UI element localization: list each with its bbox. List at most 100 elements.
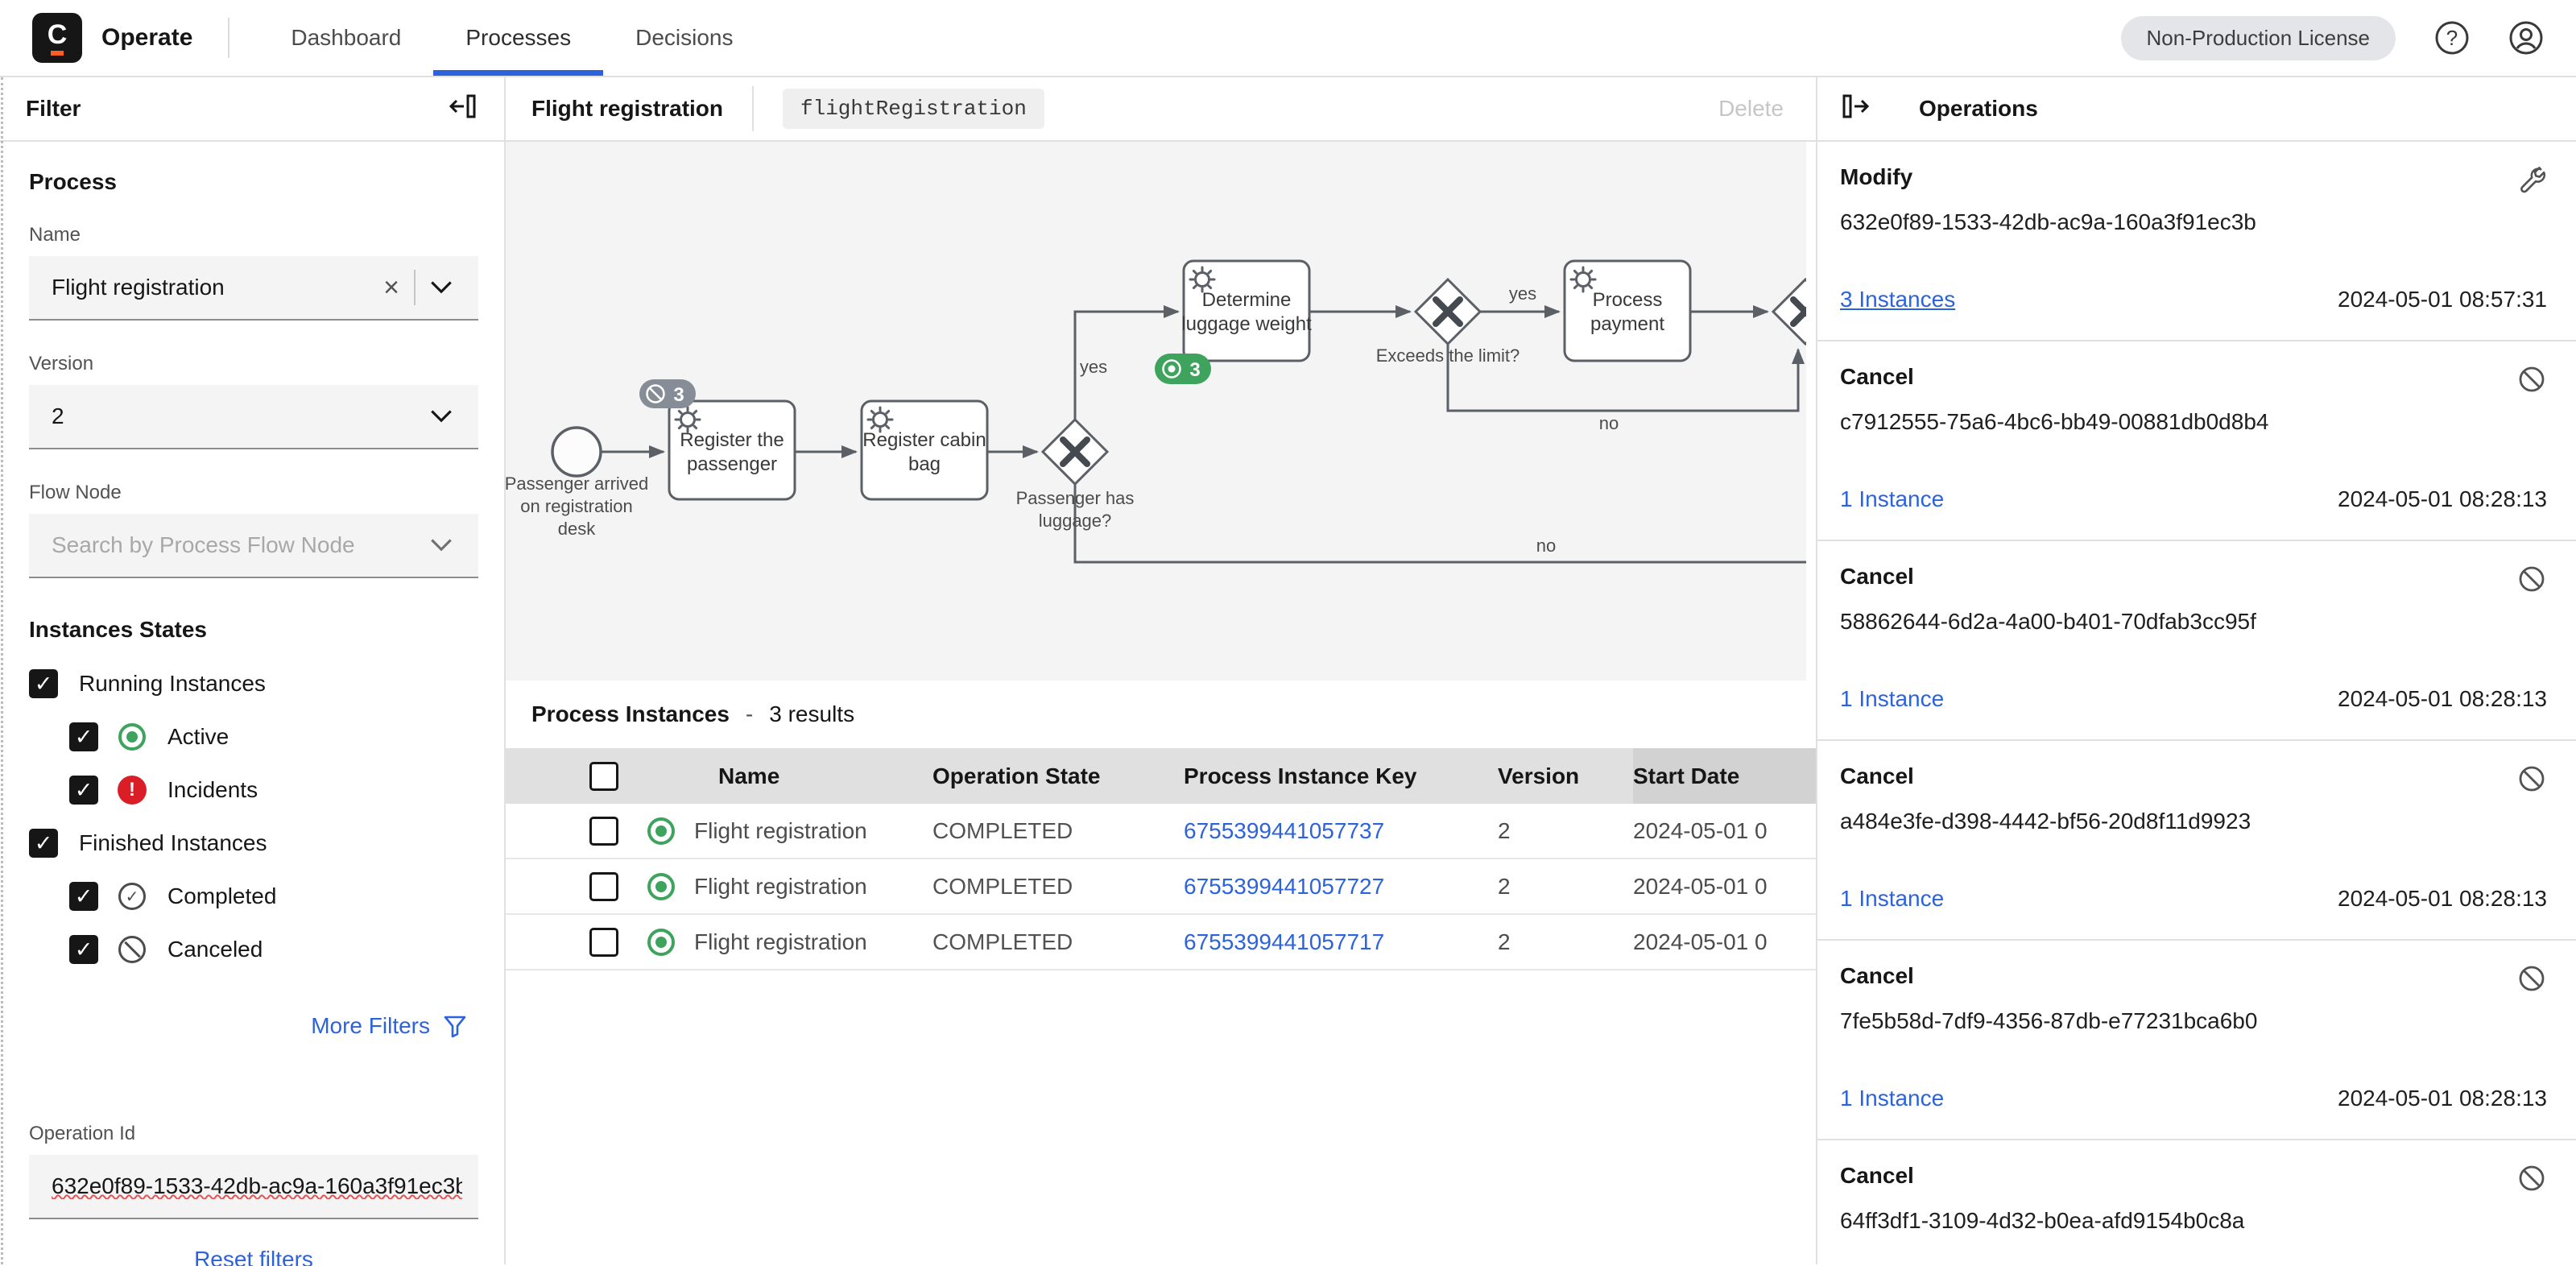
row-checkbox[interactable] (589, 872, 618, 901)
row-checkbox[interactable] (589, 817, 618, 846)
table-row: Flight registration COMPLETED 6755399441… (506, 859, 1816, 915)
operation-type: Cancel (1840, 763, 1914, 789)
active-state-icon (647, 817, 675, 845)
instances-link[interactable]: 1 Instance (1840, 1086, 1944, 1111)
svg-text:Register the: Register the (680, 429, 784, 451)
cancel-icon (2516, 963, 2547, 994)
canceled-state-icon (118, 935, 147, 964)
filter-panel: Filter Process Name Flight registration … (0, 77, 506, 1264)
instance-key-link[interactable]: 6755399441057727 (1184, 874, 1384, 899)
process-title: Flight registration (531, 96, 723, 122)
process-name-combobox[interactable]: Flight registration × (29, 256, 478, 321)
col-start-date[interactable]: Start Date (1633, 748, 1816, 804)
cancel-icon (2516, 364, 2547, 395)
active-state-icon (647, 929, 675, 956)
operation-entry: Cancel a484e3fe-d398-4442-bf56-20d8f11d9… (1817, 741, 2576, 941)
clear-name-icon[interactable]: × (369, 272, 414, 304)
operation-id-input[interactable]: 632e0f89-1533-42db-ac9a-160a3f91ec3b (29, 1155, 478, 1219)
operation-entry: Cancel c7912555-75a6-4bc6-bb49-00881db0d… (1817, 341, 2576, 541)
operation-type: Cancel (1840, 1163, 1914, 1189)
start-event-label: Passenger arrived on registration desk (506, 474, 648, 539)
flow-node-combobox[interactable]: Search by Process Flow Node (29, 514, 478, 578)
flow-node-field-label: Flow Node (29, 482, 478, 504)
flow-node-chevron-down-icon[interactable] (420, 539, 462, 552)
svg-text:bag: bag (908, 453, 941, 475)
collapse-panel-icon[interactable] (446, 90, 478, 128)
active-state-icon (118, 722, 147, 751)
svg-text:passenger: passenger (687, 453, 777, 475)
instances-link[interactable]: 1 Instance (1840, 486, 1944, 512)
tab-processes[interactable]: Processes (433, 0, 603, 76)
canceled-label: Canceled (167, 937, 263, 962)
operations-panel: Operations Modify 632e0f89-1533-42db-ac9… (1816, 77, 2576, 1264)
svg-text:Process: Process (1593, 289, 1663, 311)
process-id-chip: flightRegistration (783, 89, 1044, 129)
svg-text:Register cabin: Register cabin (862, 429, 986, 451)
svg-text:Passenger arrived: Passenger arrived (506, 474, 648, 494)
reset-filters-link[interactable]: Reset filters (194, 1247, 313, 1266)
completed-state-icon: ✓ (118, 882, 147, 911)
operation-id-label: Operation Id (29, 1123, 478, 1145)
operation-timestamp: 2024-05-01 08:28:13 (2338, 886, 2547, 912)
instances-list-header: Process Instances - 3 results (506, 681, 1816, 748)
instances-title: Process Instances (531, 701, 730, 727)
instances-link[interactable]: 3 Instances (1840, 287, 1955, 312)
user-icon[interactable] (2508, 20, 2544, 56)
table-header-row: Name Operation State Process Instance Ke… (506, 748, 1816, 804)
operation-timestamp: 2024-05-01 08:57:31 (2338, 287, 2547, 312)
canceled-count-badge: 3 (639, 379, 696, 408)
operation-entry: Modify 632e0f89-1533-42db-ac9a-160a3f91e… (1817, 142, 2576, 341)
task-determine-luggage-weight[interactable] (1184, 261, 1309, 361)
help-icon[interactable]: ? (2434, 20, 2470, 56)
operation-timestamp: 2024-05-01 08:28:13 (2338, 686, 2547, 712)
select-all-checkbox[interactable] (589, 762, 618, 791)
incidents-checkbox[interactable]: ✓ (69, 776, 98, 805)
table-row: Flight registration COMPLETED 6755399441… (506, 804, 1816, 859)
operation-id: 7fe5b58d-7df9-4356-87db-e77231bca6b0 (1840, 1008, 2547, 1034)
completed-checkbox[interactable]: ✓ (69, 882, 98, 911)
svg-text:Determine: Determine (1202, 289, 1292, 311)
operation-type: Cancel (1840, 364, 1914, 390)
svg-text:payment: payment (1590, 313, 1664, 335)
operation-entry: Cancel 7fe5b58d-7df9-4356-87db-e77231bca… (1817, 941, 2576, 1140)
instance-key-link[interactable]: 6755399441057737 (1184, 818, 1384, 843)
cancel-icon (2516, 1163, 2547, 1194)
svg-text:3: 3 (1189, 359, 1200, 381)
tab-dashboard[interactable]: Dashboard (258, 0, 433, 76)
edge-label-no: no (1536, 536, 1556, 556)
operation-type: Cancel (1840, 963, 1914, 989)
canceled-row: ✓ Canceled (29, 923, 478, 976)
finished-instances-checkbox[interactable]: ✓ (29, 829, 58, 858)
row-checkbox[interactable] (589, 928, 618, 957)
funnel-icon (443, 1014, 467, 1038)
incidents-label: Incidents (167, 777, 258, 803)
col-name: Name (718, 763, 779, 789)
process-instances-table: Name Operation State Process Instance Ke… (506, 748, 1816, 970)
instance-key-link[interactable]: 6755399441057717 (1184, 929, 1384, 954)
version-field-label: Version (29, 353, 478, 375)
operation-timestamp: 2024-05-01 08:28:13 (2338, 486, 2547, 512)
name-chevron-down-icon[interactable] (420, 281, 462, 294)
task-process-payment[interactable] (1565, 261, 1690, 361)
instances-link[interactable]: 1 Instance (1840, 686, 1944, 712)
running-instances-checkbox[interactable]: ✓ (29, 669, 58, 698)
more-filters-link[interactable]: More Filters (311, 1013, 430, 1039)
instances-link[interactable]: 1 Instance (1840, 886, 1944, 912)
start-event-node[interactable] (552, 428, 601, 476)
version-chevron-down-icon[interactable] (420, 410, 462, 423)
logo-letter: C (48, 21, 68, 48)
svg-text:desk: desk (558, 519, 596, 539)
bpmn-diagram[interactable]: Passenger arrived on registration desk R… (506, 142, 1806, 681)
version-select[interactable]: 2 (29, 385, 478, 449)
active-row: ✓ Active (29, 710, 478, 763)
active-checkbox[interactable]: ✓ (69, 722, 98, 751)
active-label: Active (167, 724, 229, 750)
operation-entry: Cancel 58862644-6d2a-4a00-b401-70dfab3cc… (1817, 541, 2576, 741)
canceled-checkbox[interactable]: ✓ (69, 935, 98, 964)
expand-panel-icon[interactable] (1840, 90, 1872, 128)
svg-text:3: 3 (673, 384, 684, 406)
tab-decisions[interactable]: Decisions (603, 0, 765, 76)
delete-button[interactable]: Delete (1718, 96, 1784, 122)
filter-panel-title: Filter (26, 96, 81, 122)
version-value: 2 (52, 403, 420, 429)
